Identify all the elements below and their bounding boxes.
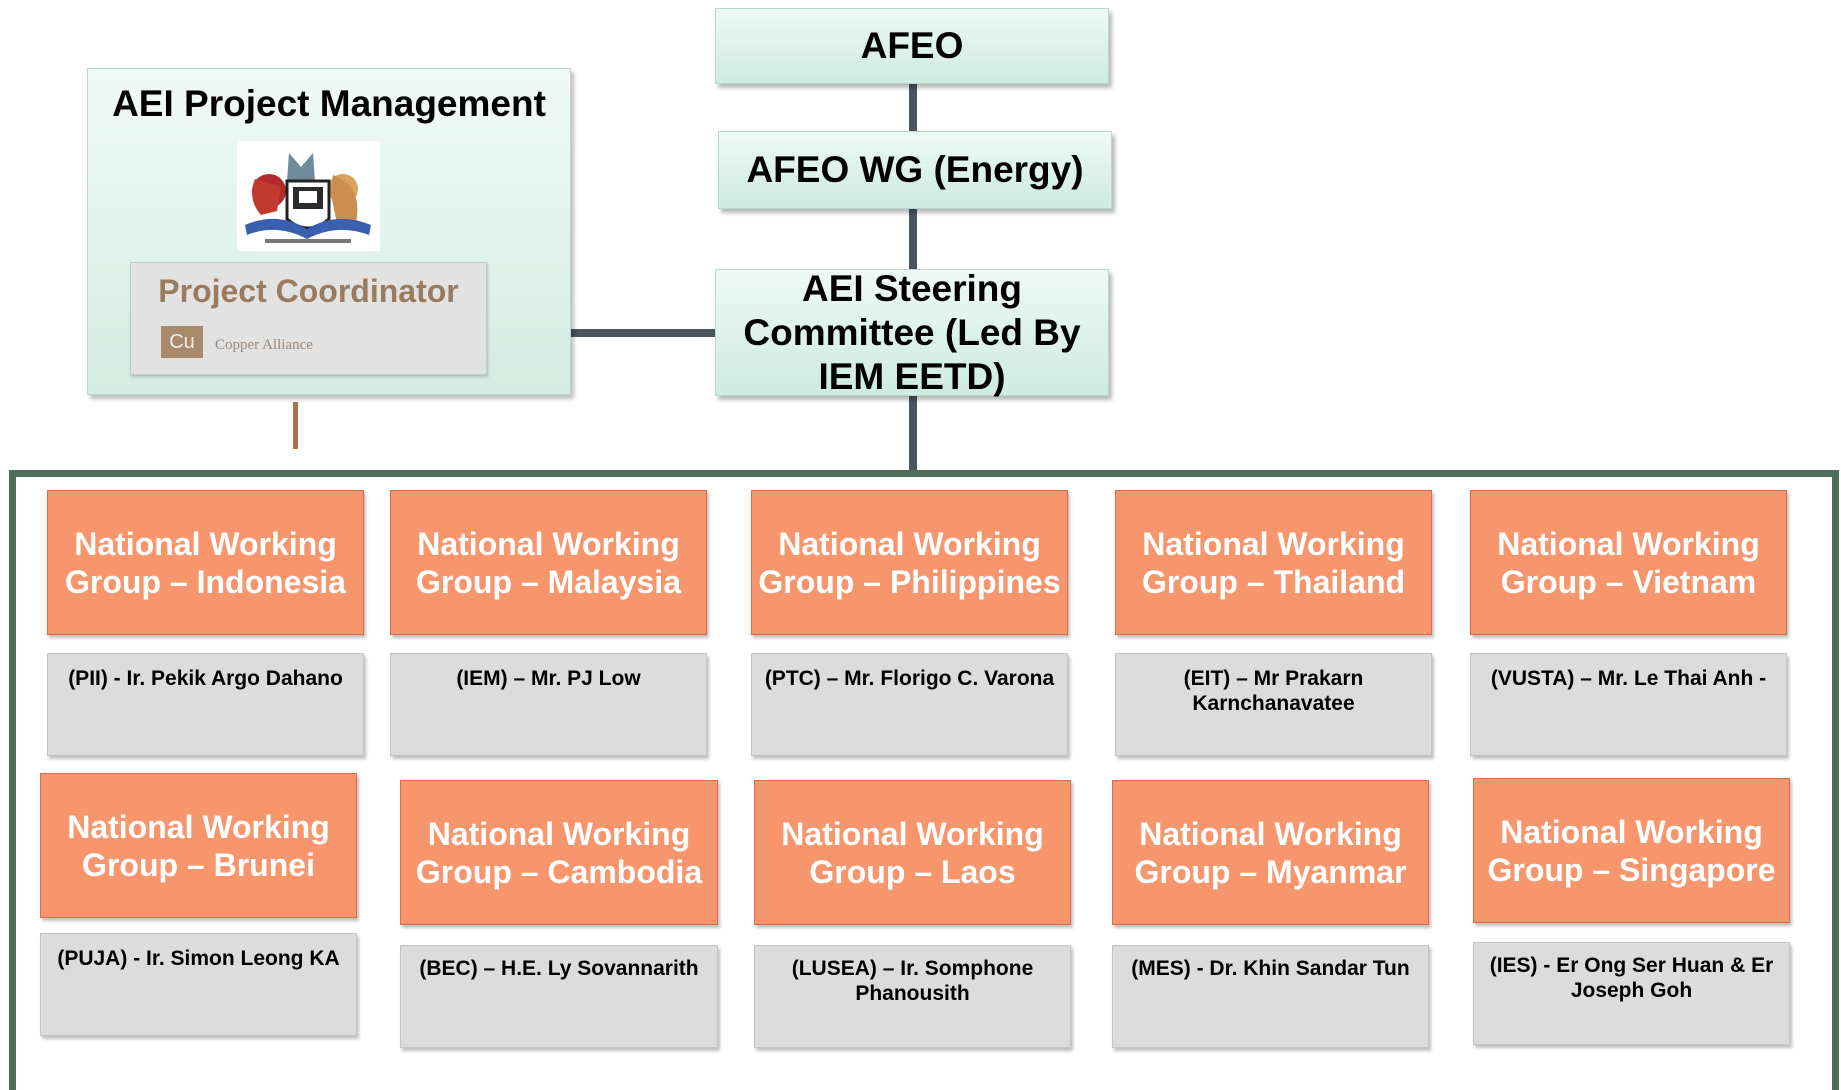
project-coordinator-label: Project Coordinator [158, 273, 459, 309]
nwg-indonesia-label: National Working Group – Indonesia [65, 525, 346, 600]
copper-alliance-logo: Cu [161, 326, 203, 358]
lead-philippines: (PTC) – Mr. Florigo C. Varona [751, 653, 1068, 756]
nwg-malaysia: National Working Group – Malaysia [390, 490, 707, 635]
afeo-wg-label: AFEO WG (Energy) [746, 149, 1084, 190]
lead-cambodia: (BEC) – H.E. Ly Sovannarith [400, 945, 718, 1048]
lead-singapore: (IES) - Er Ong Ser Huan & Er Joseph Goh [1473, 942, 1790, 1045]
connector-steering-region [909, 396, 917, 474]
lead-indonesia: (PII) - Ir. Pekik Argo Dahano [47, 653, 364, 756]
nwg-philippines: National Working Group – Philippines [751, 490, 1068, 635]
nwg-thailand-label: National Working Group – Thailand [1141, 525, 1406, 600]
nwg-cambodia-label: National Working Group – Cambodia [415, 815, 703, 890]
nwg-brunei-label: National Working Group – Brunei [67, 808, 330, 883]
nwg-cambodia: National Working Group – Cambodia [400, 780, 718, 925]
lead-laos: (LUSEA) – Ir. Somphone Phanousith [754, 945, 1071, 1048]
lead-vietnam: (VUSTA) – Mr. Le Thai Anh - [1470, 653, 1787, 756]
nwg-myanmar-label: National Working Group – Myanmar [1134, 815, 1407, 890]
lead-brunei: (PUJA) - Ir. Simon Leong KA [40, 933, 357, 1036]
nwg-malaysia-label: National Working Group – Malaysia [416, 525, 681, 600]
lead-myanmar-label: (MES) - Dr. Khin Sandar Tun [1131, 957, 1410, 980]
lead-myanmar: (MES) - Dr. Khin Sandar Tun [1112, 945, 1429, 1048]
nwg-laos: National Working Group – Laos [754, 780, 1071, 925]
steering-committee-label: AEI Steering Committee (Led By IEM EETD) [743, 267, 1081, 397]
lead-cambodia-label: (BEC) – H.E. Ly Sovannarith [419, 957, 699, 980]
project-management-title: AEI Project Management [112, 83, 546, 124]
lead-thailand-label: (EIT) – Mr Prakarn Karnchanavatee [1183, 667, 1364, 715]
project-coordinator-box: Project Coordinator Cu Copper Alliance [130, 262, 487, 375]
connector-afeo-wg [909, 82, 917, 132]
afeo-box: AFEO [715, 8, 1109, 84]
nwg-thailand: National Working Group – Thailand [1115, 490, 1432, 635]
institution-crest-logo [237, 141, 380, 251]
connector-wg-steering [909, 207, 917, 269]
afeo-wg-box: AFEO WG (Energy) [718, 131, 1112, 209]
connector-pm-steering [565, 329, 717, 337]
lead-thailand: (EIT) – Mr Prakarn Karnchanavatee [1115, 653, 1432, 756]
lead-malaysia: (IEM) – Mr. PJ Low [390, 653, 707, 756]
nwg-singapore: National Working Group – Singapore [1473, 778, 1790, 923]
nwg-laos-label: National Working Group – Laos [781, 815, 1044, 890]
copper-alliance-text: Copper Alliance [215, 337, 313, 353]
connector-pm-region [293, 402, 298, 449]
nwg-singapore-label: National Working Group – Singapore [1487, 813, 1776, 888]
lead-vietnam-label: (VUSTA) – Mr. Le Thai Anh - [1490, 667, 1767, 690]
afeo-label: AFEO [860, 25, 964, 66]
nwg-myanmar: National Working Group – Myanmar [1112, 780, 1429, 925]
nwg-vietnam: National Working Group – Vietnam [1470, 490, 1787, 635]
lead-laos-label: (LUSEA) – Ir. Somphone Phanousith [791, 957, 1034, 1005]
nwg-brunei: National Working Group – Brunei [40, 773, 357, 918]
steering-committee-box: AEI Steering Committee (Led By IEM EETD) [715, 267, 1109, 397]
lead-singapore-label: (IES) - Er Ong Ser Huan & Er Joseph Goh [1489, 954, 1774, 1002]
lead-brunei-label: (PUJA) - Ir. Simon Leong KA [57, 947, 340, 970]
nwg-philippines-label: National Working Group – Philippines [758, 525, 1061, 600]
lead-philippines-label: (PTC) – Mr. Florigo C. Varona [764, 667, 1055, 690]
nwg-indonesia: National Working Group – Indonesia [47, 490, 364, 635]
national-working-groups-region [9, 470, 1839, 1090]
lead-malaysia-label: (IEM) – Mr. PJ Low [456, 667, 641, 690]
nwg-vietnam-label: National Working Group – Vietnam [1497, 525, 1760, 600]
lead-indonesia-label: (PII) - Ir. Pekik Argo Dahano [68, 667, 343, 690]
